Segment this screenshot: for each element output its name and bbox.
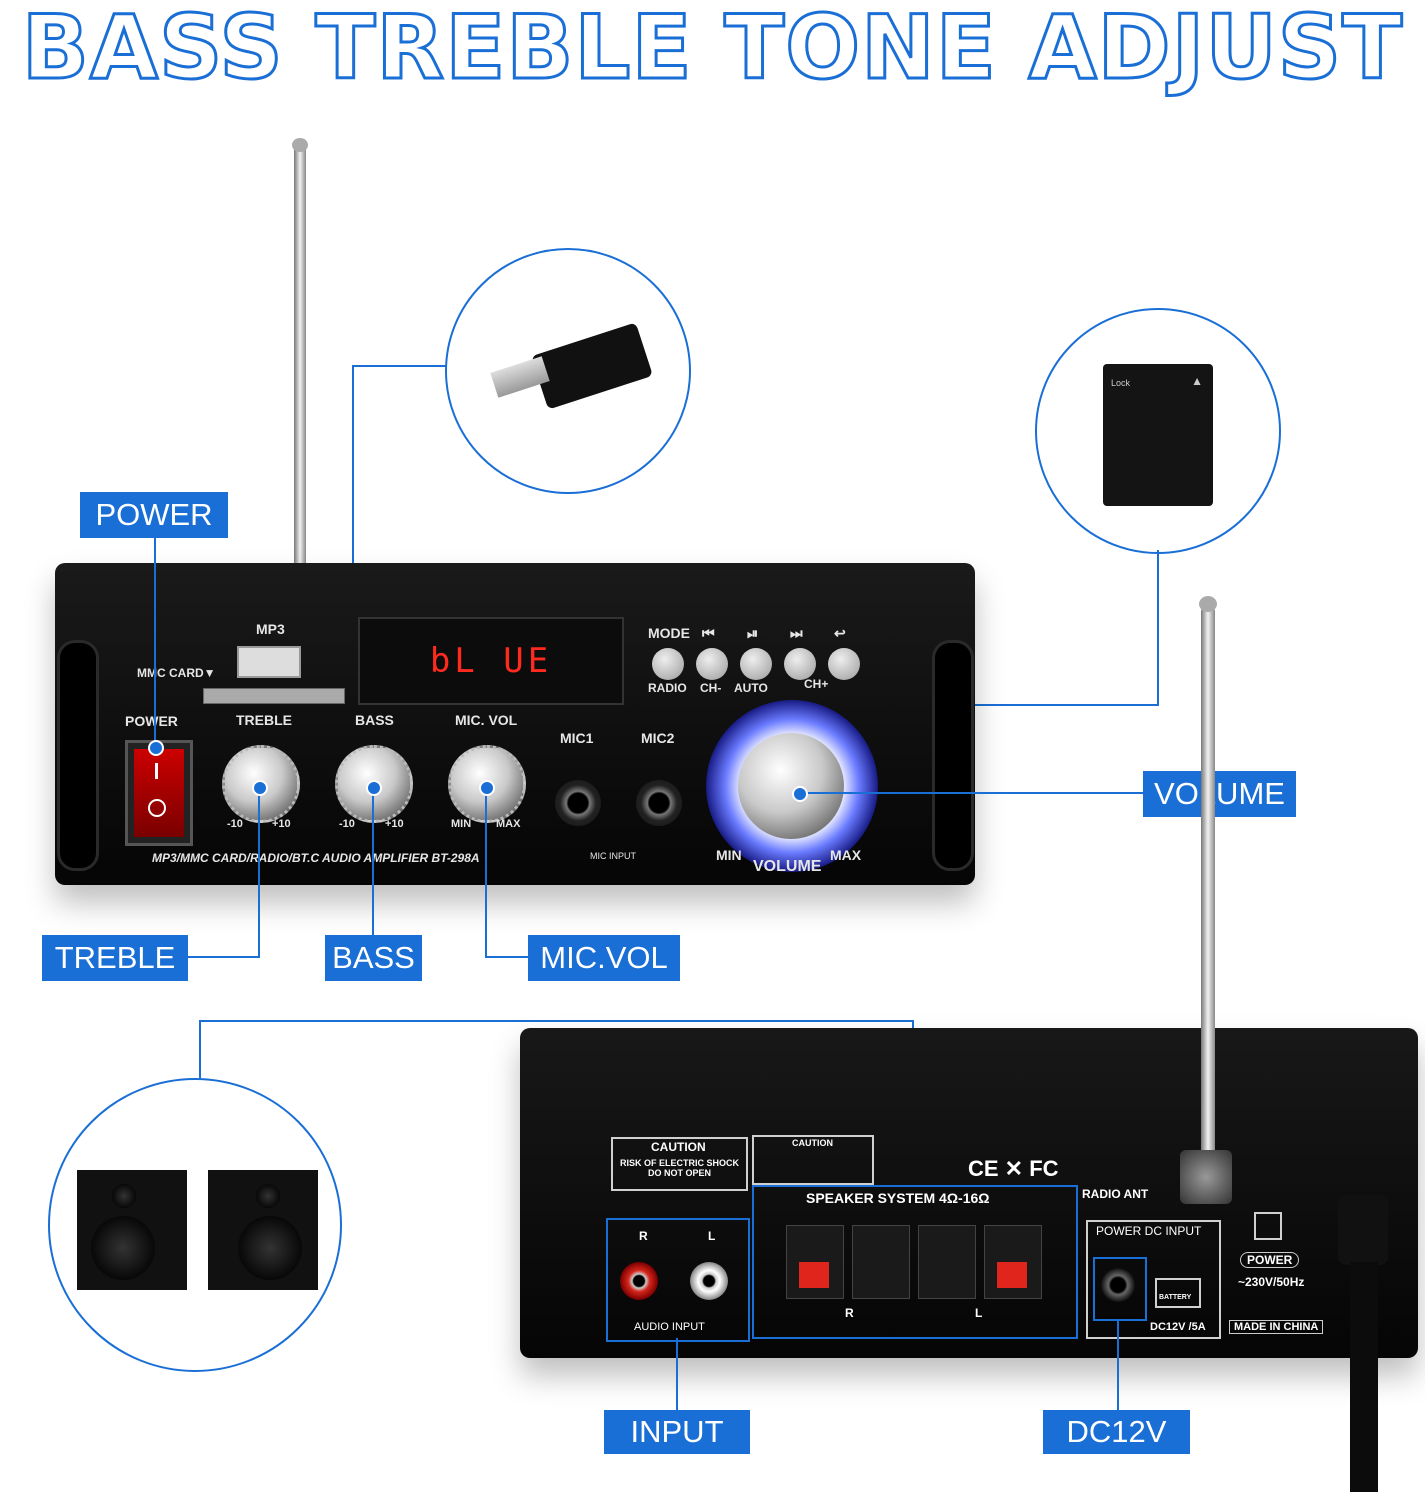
- mic1-label: MIC1: [560, 730, 594, 746]
- power-switch-label: POWER: [125, 713, 178, 729]
- bass-min: -10: [339, 818, 355, 830]
- usb-port[interactable]: [237, 646, 301, 678]
- power-dc-label: POWER DC INPUT: [1096, 1224, 1202, 1238]
- treble-min: -10: [227, 818, 243, 830]
- amplifier-rear: [520, 1028, 1418, 1358]
- speaker-system-label: SPEAKER SYSTEM 4Ω-16Ω: [806, 1190, 990, 1206]
- treble-max: +10: [272, 818, 291, 830]
- speakers-callout: [48, 1078, 342, 1372]
- volume-tag: VOLUME: [1143, 771, 1296, 817]
- dc12v-tag: DC12V: [1043, 1410, 1190, 1454]
- bass-knob[interactable]: [335, 745, 413, 823]
- bass-max: +10: [385, 818, 404, 830]
- led-display: bL UE: [358, 617, 624, 705]
- left-speaker-icon: [77, 1170, 187, 1290]
- speaker-system-block: [752, 1185, 1078, 1339]
- bass-knob-label: BASS: [355, 712, 394, 728]
- auto-label: AUTO: [734, 681, 768, 695]
- prev-label: ⏮: [702, 625, 715, 641]
- treble-tag: TREBLE: [42, 935, 188, 981]
- mmc-card-label: MMC CARD▼: [137, 666, 216, 680]
- sd-card-callout: Lock ▲: [1035, 308, 1281, 554]
- audio-input-label: AUDIO INPUT: [634, 1321, 705, 1333]
- treble-knob-label: TREBLE: [236, 712, 292, 728]
- mic-vol-min: MIN: [451, 818, 472, 830]
- caution2-label: CAUTION: [792, 1138, 833, 1148]
- dc-rating-label: DC12V /5A: [1150, 1321, 1206, 1333]
- display-text: bL UE: [429, 641, 553, 681]
- repeat-label: ↩: [834, 625, 846, 641]
- power-switch[interactable]: [125, 740, 193, 846]
- rca-right-jack[interactable]: [620, 1262, 658, 1300]
- mic-vol-max: MAX: [496, 818, 521, 830]
- power-tag: POWER: [80, 492, 228, 538]
- speaker-r-label: R: [845, 1306, 854, 1320]
- dc-jack-highlight: [1093, 1257, 1147, 1321]
- ch-minus-label: CH-: [700, 681, 722, 695]
- radio-label: RADIO: [648, 681, 687, 695]
- antenna-base: [1180, 1150, 1232, 1204]
- prev-button[interactable]: [696, 648, 728, 680]
- power-dc-box: [1086, 1220, 1221, 1339]
- left-handle: [57, 640, 99, 871]
- usb-drive-icon: [487, 322, 653, 410]
- next-button[interactable]: [784, 648, 816, 680]
- bass-tag: BASS: [325, 935, 422, 981]
- caution-box: CAUTION RISK OF ELECTRIC SHOCK DO NOT OP…: [611, 1137, 748, 1191]
- speaker-terminal-r-plus[interactable]: [786, 1225, 844, 1299]
- mode-button[interactable]: [652, 648, 684, 680]
- sd-card-icon: Lock ▲: [1103, 364, 1213, 506]
- caution-label: CAUTION: [651, 1140, 706, 1154]
- volume-knob-label: VOLUME: [753, 858, 822, 875]
- mic2-jack[interactable]: [636, 780, 682, 826]
- battery-label: BATTERY: [1159, 1294, 1192, 1301]
- audio-l-label: L: [708, 1229, 716, 1243]
- made-in-label: MADE IN CHINA: [1229, 1320, 1324, 1334]
- power-cable: [1350, 1262, 1378, 1492]
- mic-vol-tag: MIC.VOL: [528, 935, 680, 981]
- rca-left-jack[interactable]: [690, 1262, 728, 1300]
- sd-lock-label: Lock: [1111, 378, 1131, 388]
- radio-ant-label: RADIO ANT: [1082, 1187, 1149, 1201]
- model-label: MP3/MMC CARD/RADIO/BT.C AUDIO AMPLIFIER …: [152, 851, 480, 865]
- audio-r-label: R: [639, 1229, 648, 1243]
- speaker-l-label: L: [975, 1306, 983, 1320]
- volume-min-label: MIN: [716, 847, 742, 863]
- caution-text: RISK OF ELECTRIC SHOCK DO NOT OPEN: [619, 1158, 739, 1178]
- battery-icon: BATTERY: [1155, 1278, 1201, 1308]
- mode-label: MODE: [648, 625, 690, 641]
- speaker-terminal-r-minus[interactable]: [852, 1225, 910, 1299]
- ac-rating-label: ~230V/50Hz: [1238, 1275, 1305, 1289]
- volume-max-label: MAX: [830, 847, 862, 863]
- page-title: BASS TREBLE TONE ADJUST: [20, 0, 1404, 99]
- ch-plus-label: CH+: [804, 677, 829, 691]
- rear-antenna: [1201, 608, 1215, 1193]
- mic-vol-knob-label: MIC. VOL: [455, 712, 518, 728]
- usb-drive-callout: [445, 248, 691, 494]
- sd-card-slot[interactable]: [203, 688, 345, 704]
- mic2-label: MIC2: [641, 730, 675, 746]
- caution-box-2: CAUTION: [752, 1135, 874, 1185]
- mic1-jack[interactable]: [555, 780, 601, 826]
- front-antenna: [294, 145, 306, 570]
- speaker-terminal-l-minus[interactable]: [918, 1225, 976, 1299]
- mp3-label: MP3: [256, 621, 285, 637]
- input-tag: INPUT: [604, 1410, 750, 1454]
- speaker-terminal-l-plus[interactable]: [984, 1225, 1042, 1299]
- repeat-button[interactable]: [828, 648, 860, 680]
- audio-input-block: [606, 1218, 750, 1342]
- next-label: ⏭: [790, 625, 803, 641]
- right-speaker-icon: [208, 1170, 318, 1290]
- play-pause-button[interactable]: [740, 648, 772, 680]
- play-label: ⏯: [747, 625, 759, 641]
- mic-input-label: MIC INPUT: [590, 851, 636, 861]
- right-handle: [932, 640, 974, 871]
- power-cord: [1338, 1195, 1388, 1265]
- ac-power-label: POWER: [1240, 1252, 1300, 1268]
- cert-marks: CE ✕ FC: [968, 1156, 1059, 1181]
- power-symbol-icon: [1254, 1212, 1282, 1240]
- dc-power-jack[interactable]: [1101, 1268, 1135, 1302]
- volume-knob[interactable]: [738, 733, 844, 839]
